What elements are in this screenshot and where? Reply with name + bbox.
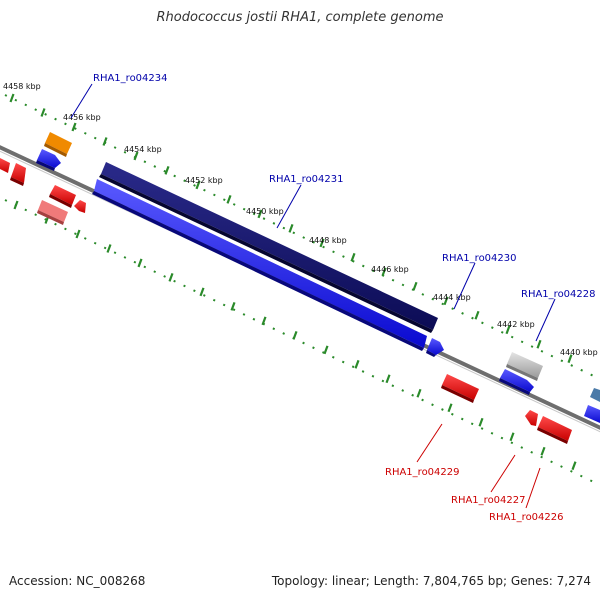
- major-tick-lower: [385, 374, 391, 384]
- major-tick-lower: [199, 287, 205, 297]
- tick-label-4456: 4456 kbp: [63, 113, 101, 122]
- major-tick-lower: [509, 432, 515, 442]
- major-tick-upper: [412, 281, 418, 291]
- gene-far-right-steel[interactable]: [590, 388, 600, 402]
- gene-left-red-box[interactable]: [49, 185, 76, 208]
- major-tick-upper: [257, 209, 263, 219]
- gene-label-ro04234[interactable]: RHA1_ro04234: [93, 73, 168, 84]
- major-tick-upper: [350, 252, 356, 262]
- gene-ro04229[interactable]: [441, 374, 479, 403]
- major-tick-upper: [133, 151, 139, 161]
- tick-label-4448: 4448 kbp: [309, 236, 347, 245]
- major-tick-lower: [416, 388, 422, 398]
- major-tick-upper: [505, 325, 511, 335]
- gene-ro04230[interactable]: [426, 338, 444, 357]
- callout-ro04234: [70, 83, 93, 119]
- gene-ro04234[interactable]: [44, 132, 72, 157]
- major-tick-upper: [319, 238, 325, 248]
- callout-ro04227: [490, 454, 516, 493]
- gene-label-ro04226[interactable]: RHA1_ro04226: [489, 512, 564, 523]
- tick-label-4452: 4452 kbp: [185, 176, 223, 185]
- callout-lines: [70, 83, 556, 509]
- major-tick-lower: [168, 273, 174, 282]
- tick-labels: 4458 kbp 4456 kbp 4454 kbp 4452 kbp 4450…: [3, 82, 598, 357]
- gene-left-red-arrow[interactable]: [74, 200, 86, 213]
- callout-ro04231: [276, 184, 302, 229]
- tick-label-4440: 4440 kbp: [560, 348, 598, 357]
- gene-left-red-partial[interactable]: [0, 158, 10, 173]
- callout-ro04228: [535, 298, 556, 342]
- gene-ro04228[interactable]: [506, 352, 543, 381]
- major-tick-upper: [443, 296, 449, 306]
- gene-label-ro04230[interactable]: RHA1_ro04230: [442, 253, 517, 264]
- dotted-guide-upper: [4, 94, 600, 380]
- major-tick-upper: [536, 339, 542, 349]
- major-tick-lower: [447, 403, 453, 413]
- tick-label-4446: 4446 kbp: [371, 265, 409, 274]
- major-tick-lower: [13, 200, 19, 210]
- major-tick-lower: [540, 446, 546, 456]
- tick-label-4442: 4442 kbp: [497, 320, 535, 329]
- gene-ro04231-top[interactable]: [99, 162, 438, 333]
- major-tick-upper: [9, 93, 15, 103]
- gene-ro04231-arrow[interactable]: [92, 179, 427, 351]
- tick-label-4454: 4454 kbp: [124, 145, 162, 154]
- gene-far-right-blue[interactable]: [584, 405, 600, 423]
- major-tick-upper: [226, 194, 232, 204]
- forward-features: [36, 132, 600, 423]
- major-tick-upper: [381, 267, 387, 277]
- major-tick-lower: [261, 316, 267, 326]
- major-tick-lower: [292, 330, 298, 340]
- callout-ro04226: [525, 467, 541, 509]
- major-tick-lower: [137, 258, 143, 268]
- gene-label-ro04229[interactable]: RHA1_ro04229: [385, 467, 460, 478]
- major-tick-lower: [106, 244, 112, 253]
- gene-label-ro04231[interactable]: RHA1_ro04231: [269, 174, 344, 185]
- map-title: Rhodococcus jostii RHA1, complete genome: [156, 10, 444, 25]
- major-tick-lower: [75, 229, 81, 239]
- major-tick-upper: [567, 354, 573, 364]
- major-tick-upper: [474, 310, 480, 320]
- major-tick-upper: [71, 122, 77, 132]
- major-tick-lower: [571, 461, 577, 471]
- tick-label-4450: 4450 kbp: [246, 207, 284, 216]
- reverse-features: [0, 158, 572, 444]
- major-tick-upper: [164, 166, 170, 175]
- gene-left-pink-box[interactable]: [37, 200, 68, 225]
- gene-ro04226[interactable]: [537, 416, 572, 444]
- major-tick-upper: [288, 223, 294, 233]
- major-tick-lower: [323, 345, 329, 355]
- gene-label-ro04227[interactable]: RHA1_ro04227: [451, 495, 526, 506]
- major-tick-lower: [354, 359, 360, 369]
- gene-label-ro04228[interactable]: RHA1_ro04228: [521, 289, 596, 300]
- gene-right-blue[interactable]: [499, 369, 534, 395]
- gene-left-blue[interactable]: [36, 149, 61, 171]
- tick-label-4458: 4458 kbp: [3, 82, 41, 91]
- accession-label: Accession: NC_008268: [9, 574, 146, 588]
- dotted-guide-lower: [4, 199, 600, 486]
- callout-ro04229: [416, 423, 443, 463]
- gene-labels: RHA1_ro04234 RHA1_ro04231 RHA1_ro04230 R…: [93, 73, 596, 523]
- genome-summary: Topology: linear; Length: 7,804,765 bp; …: [271, 574, 591, 588]
- major-tick-lower: [478, 417, 484, 427]
- tick-label-4444: 4444 kbp: [433, 293, 471, 302]
- callout-ro04230: [453, 262, 476, 310]
- major-tick-upper: [195, 180, 201, 190]
- major-tick-upper: [40, 108, 46, 117]
- major-tick-lower: [230, 301, 236, 311]
- gene-ro04227[interactable]: [525, 410, 538, 426]
- gene-left-red-small[interactable]: [10, 163, 26, 186]
- major-tick-upper: [102, 137, 108, 146]
